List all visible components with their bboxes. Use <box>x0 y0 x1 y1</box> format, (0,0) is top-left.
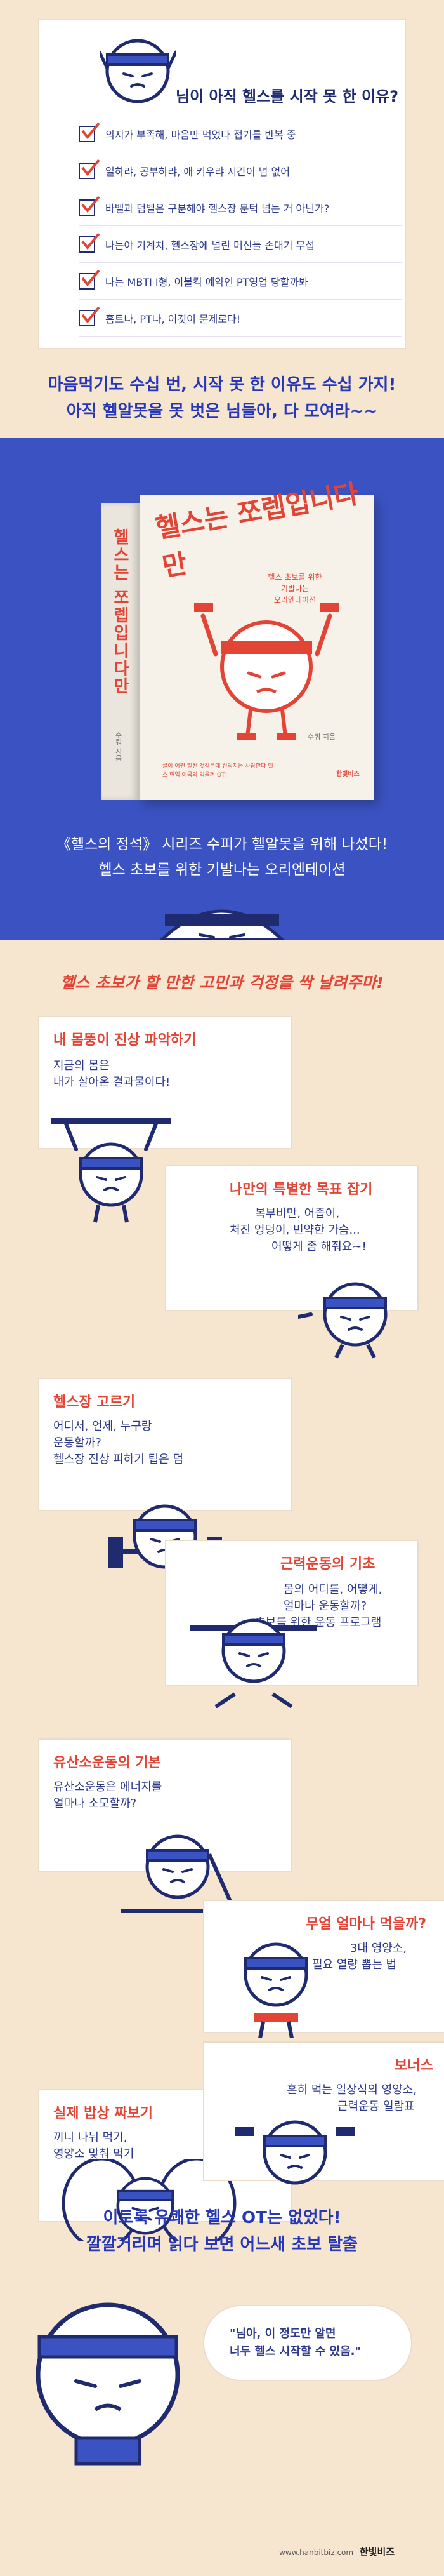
feature-card: 헬스장 고르기 어디서, 언제, 누구랑 운동할까? 헬스장 진상 피하기 팁은… <box>38 1378 292 1511</box>
footer: www.hanbitbiz.com 한빛비즈 <box>279 2545 395 2558</box>
intro-section: 님이 아직 헬스를 시작 못 한 이유? 의지가 부족해, 마음만 먹었다 접기… <box>0 0 444 438</box>
speech-bubble: "님아, 이 정도만 알면 너두 헬스 시작할 수 있음." <box>203 2305 412 2381</box>
intro-line: 마음먹기도 수십 번, 시작 못 한 이유도 수십 가지! <box>48 375 396 394</box>
spine-title: 헬스는 쪼렙입니다만 <box>110 528 129 696</box>
checkbox-icon <box>79 306 100 326</box>
feature-card: 무얼 얼마나 먹을까? 3대 영양소, 필요 열량 뽑는 법 <box>203 1900 444 2033</box>
closing-line: 이토록 유쾌한 헬스 OT는 없었다! <box>103 2208 341 2227</box>
footer-publisher: 한빛비즈 <box>359 2546 395 2558</box>
book-author: 수쿼 지음 <box>308 733 336 741</box>
reason-text: 흠트나, PT나, 이것이 문제로다! <box>105 312 241 325</box>
book-subtitle-line: 기발나는 <box>280 584 310 593</box>
reason-text: 일하랴, 공부하랴, 애 키우랴 시간이 넘 없어 <box>105 165 290 178</box>
dumbbell-mascot-icon <box>194 603 339 740</box>
list-item: 의지가 부족해, 마음만 먹었다 접기를 반복 중 <box>79 116 402 152</box>
book-caption-line: 헬스 초보를 위한 기발나는 오리엔테이션 <box>98 862 346 878</box>
eating-mascot-icon <box>228 1930 323 2038</box>
book-subtitle: 헬스 초보를 위한 기발나는 오리엔테이션 <box>247 571 343 606</box>
feature-line: 지금의 몸은 <box>53 1059 110 1072</box>
footer-url[interactable]: www.hanbitbiz.com <box>279 2548 354 2557</box>
book-title: 헬스는 쪼렙입니다만 <box>153 477 361 583</box>
feature-card: 유산소운동의 기본 유산소운동은 에너지를 얼마나 소모할까? <box>38 1738 292 1872</box>
book-cover: 헬스는 쪼렙입니다만 수쿼 지음 헬스는 쪼렙입니다만 헬스 초보를 위한 기발… <box>101 478 374 800</box>
feature-line: 3대 영양소, <box>350 1942 407 1955</box>
pointing-mascot-icon <box>298 1270 412 1359</box>
feature-title: 헬스장 고르기 <box>53 1394 136 1410</box>
quote-text: "님아, 이 정도만 알면 너두 헬스 시작할 수 있음." <box>230 2325 361 2361</box>
closing-line: 깔깔거리며 읽다 보면 어느새 초보 탈출 <box>86 2235 358 2254</box>
feature-card: 내 몸뚱이 진상 파악하기 지금의 몸은 내가 살아온 결과물이다! <box>38 1016 292 1149</box>
feature-title: 근력운동의 기초 <box>280 1556 375 1572</box>
intro-lines: 마음먹기도 수십 번, 시작 못 한 이유도 수십 가지! 아직 헬알못을 못 … <box>0 371 444 425</box>
feature-title: 내 몸뚱이 진상 파악하기 <box>53 1032 197 1048</box>
feature-title: 나만의 특별한 목표 잡기 <box>230 1182 373 1198</box>
feature-line: 끼니 나눠 먹기, <box>53 2131 127 2144</box>
reason-text: 의지가 부족해, 마음만 먹었다 접기를 반복 중 <box>105 128 296 141</box>
hanging-mascot-icon <box>51 1118 171 1223</box>
reason-text: 바벨과 덤벨은 구분해야 헬스장 문턱 넘는 거 아닌가? <box>105 202 330 215</box>
feature-line: 얼마나 소모할까? <box>53 1797 137 1810</box>
feature-title: 실제 밥상 짜보기 <box>53 2106 153 2121</box>
features-section: 헬스 초보가 할 만한 고민과 걱정을 싹 날려주마! 내 몸뚱이 진상 파악하… <box>0 940 444 2576</box>
feature-line: 처진 엉덩이, 빈약한 가슴... <box>230 1224 360 1237</box>
feature-line: 얼마나 운동할까? <box>284 1599 367 1613</box>
feature-line: 몸의 어디를, 어떻게, <box>284 1583 382 1596</box>
peeking-mascot-icon <box>159 909 285 940</box>
book-spine: 헬스는 쪼렙입니다만 수쿼 지음 <box>101 503 140 800</box>
mascot-icon <box>100 33 176 103</box>
feature-title: 보너스 <box>395 2058 433 2074</box>
list-item: 바벨과 덤벨은 구분해야 헬스장 문턱 넘는 거 아닌가? <box>79 189 402 226</box>
reason-text: 나는야 기계치, 헬스장에 널린 머신들 손대기 무섭 <box>105 239 315 251</box>
feature-title: 유산소운동의 기본 <box>53 1755 161 1771</box>
feature-line: 복부비만, 어좁이, <box>255 1207 340 1220</box>
sitting-mascot-icon <box>36 2302 180 2466</box>
mirror-mascot-icon <box>62 2159 237 2241</box>
list-item: 나는야 기계치, 헬스장에 널린 머신들 손대기 무섭 <box>79 226 402 263</box>
feature-line: 필요 열량 뽑는 법 <box>312 1958 397 1972</box>
list-item: 나는 MBTI I형, 이불킥 예약인 PT영업 당할까봐 <box>79 263 402 300</box>
book-front: 헬스는 쪼렙입니다만 헬스 초보를 위한 기발나는 오리엔테이션 수쿼 지음 글… <box>140 478 374 800</box>
feature-card: 나만의 특별한 목표 잡기 복부비만, 어좁이, 처진 엉덩이, 빈약한 가슴.… <box>165 1165 419 1311</box>
feature-title: 무얼 얼마나 먹을까? <box>306 1916 427 1932</box>
quote-line: 너두 헬스 시작할 수 있음." <box>230 2345 361 2358</box>
checkbox-icon <box>79 269 100 290</box>
list-item: 흠트나, PT나, 이것이 문제로다! <box>79 300 402 337</box>
quote-line: "님아, 이 정도만 알면 <box>230 2327 336 2340</box>
features-heading: 헬스 초보가 할 만한 고민과 걱정을 싹 날려주마! <box>60 973 384 992</box>
book-caption: 《헬스의 정석》 시리즈 수피가 헬알못을 위해 나섰다! 헬스 초보를 위한 … <box>0 832 444 883</box>
book-blurb: 글이 어쩐 말된 것같은데 신덕지는 사람한다 헬스 현업 이국의 먹을꺼 OT… <box>162 763 273 778</box>
checkbox-icon <box>79 232 100 253</box>
feature-line: 어떻게 좀 해줘요~! <box>271 1240 367 1253</box>
intro-line: 아직 헬알못을 못 벗은 님들아, 다 모여라~~ <box>66 402 378 421</box>
spine-author: 수쿼 지음 <box>114 731 122 762</box>
squat-mascot-icon <box>190 1600 317 1708</box>
feature-line: 운동할까? <box>53 1436 101 1450</box>
feature-line: 유산소운동은 에너지를 <box>53 1780 162 1794</box>
feature-line: 헬스장 진상 피하기 팁은 덤 <box>53 1453 184 1466</box>
feature-line: 영양소 맞춰 먹기 <box>53 2147 134 2161</box>
feature-line: 내가 살아온 결과물이다! <box>53 1076 171 1089</box>
checkbox-icon <box>79 159 100 179</box>
book-subtitle-line: 오리엔테이션 <box>273 596 317 604</box>
feature-line: 어디서, 언제, 누구랑 <box>53 1420 152 1433</box>
reasons-question: 님이 아직 헬스를 시작 못 한 이유? <box>176 88 399 105</box>
checkbox-icon <box>79 122 100 142</box>
book-caption-line: 《헬스의 정석》 시리즈 수피가 헬알못을 위해 나섰다! <box>56 836 388 853</box>
reasons-card: 님이 아직 헬스를 시작 못 한 이유? 의지가 부족해, 마음만 먹었다 접기… <box>38 19 406 349</box>
feature-line: 흔히 먹는 일상식의 영양소, <box>287 2083 417 2097</box>
feature-card: 근력운동의 기초 몸의 어디를, 어떻게, 얼마나 운동할까? 초보를 위한 운… <box>165 1540 419 1686</box>
reasons-list: 의지가 부족해, 마음만 먹었다 접기를 반복 중 일하랴, 공부하랴, 애 키… <box>79 116 402 337</box>
feature-line: 근력운동 일람표 <box>337 2100 415 2113</box>
list-item: 일하랴, 공부하랴, 애 키우랴 시간이 넘 없어 <box>79 152 402 189</box>
book-publisher: 한빛비즈 <box>336 771 360 778</box>
book-subtitle-line: 헬스 초보를 위한 <box>268 573 322 582</box>
checkbox-icon <box>79 196 100 216</box>
reason-text: 나는 MBTI I형, 이불킥 예약인 PT영업 당할까봐 <box>105 276 308 288</box>
cheering-mascot-icon <box>235 2114 355 2191</box>
closing-lines: 이토록 유쾌한 헬스 OT는 없었다! 깔깔거리며 읽다 보면 어느새 초보 탈… <box>0 2205 444 2258</box>
book-section: 헬스는 쪼렙입니다만 수쿼 지음 헬스는 쪼렙입니다만 헬스 초보를 위한 기발… <box>0 438 444 940</box>
